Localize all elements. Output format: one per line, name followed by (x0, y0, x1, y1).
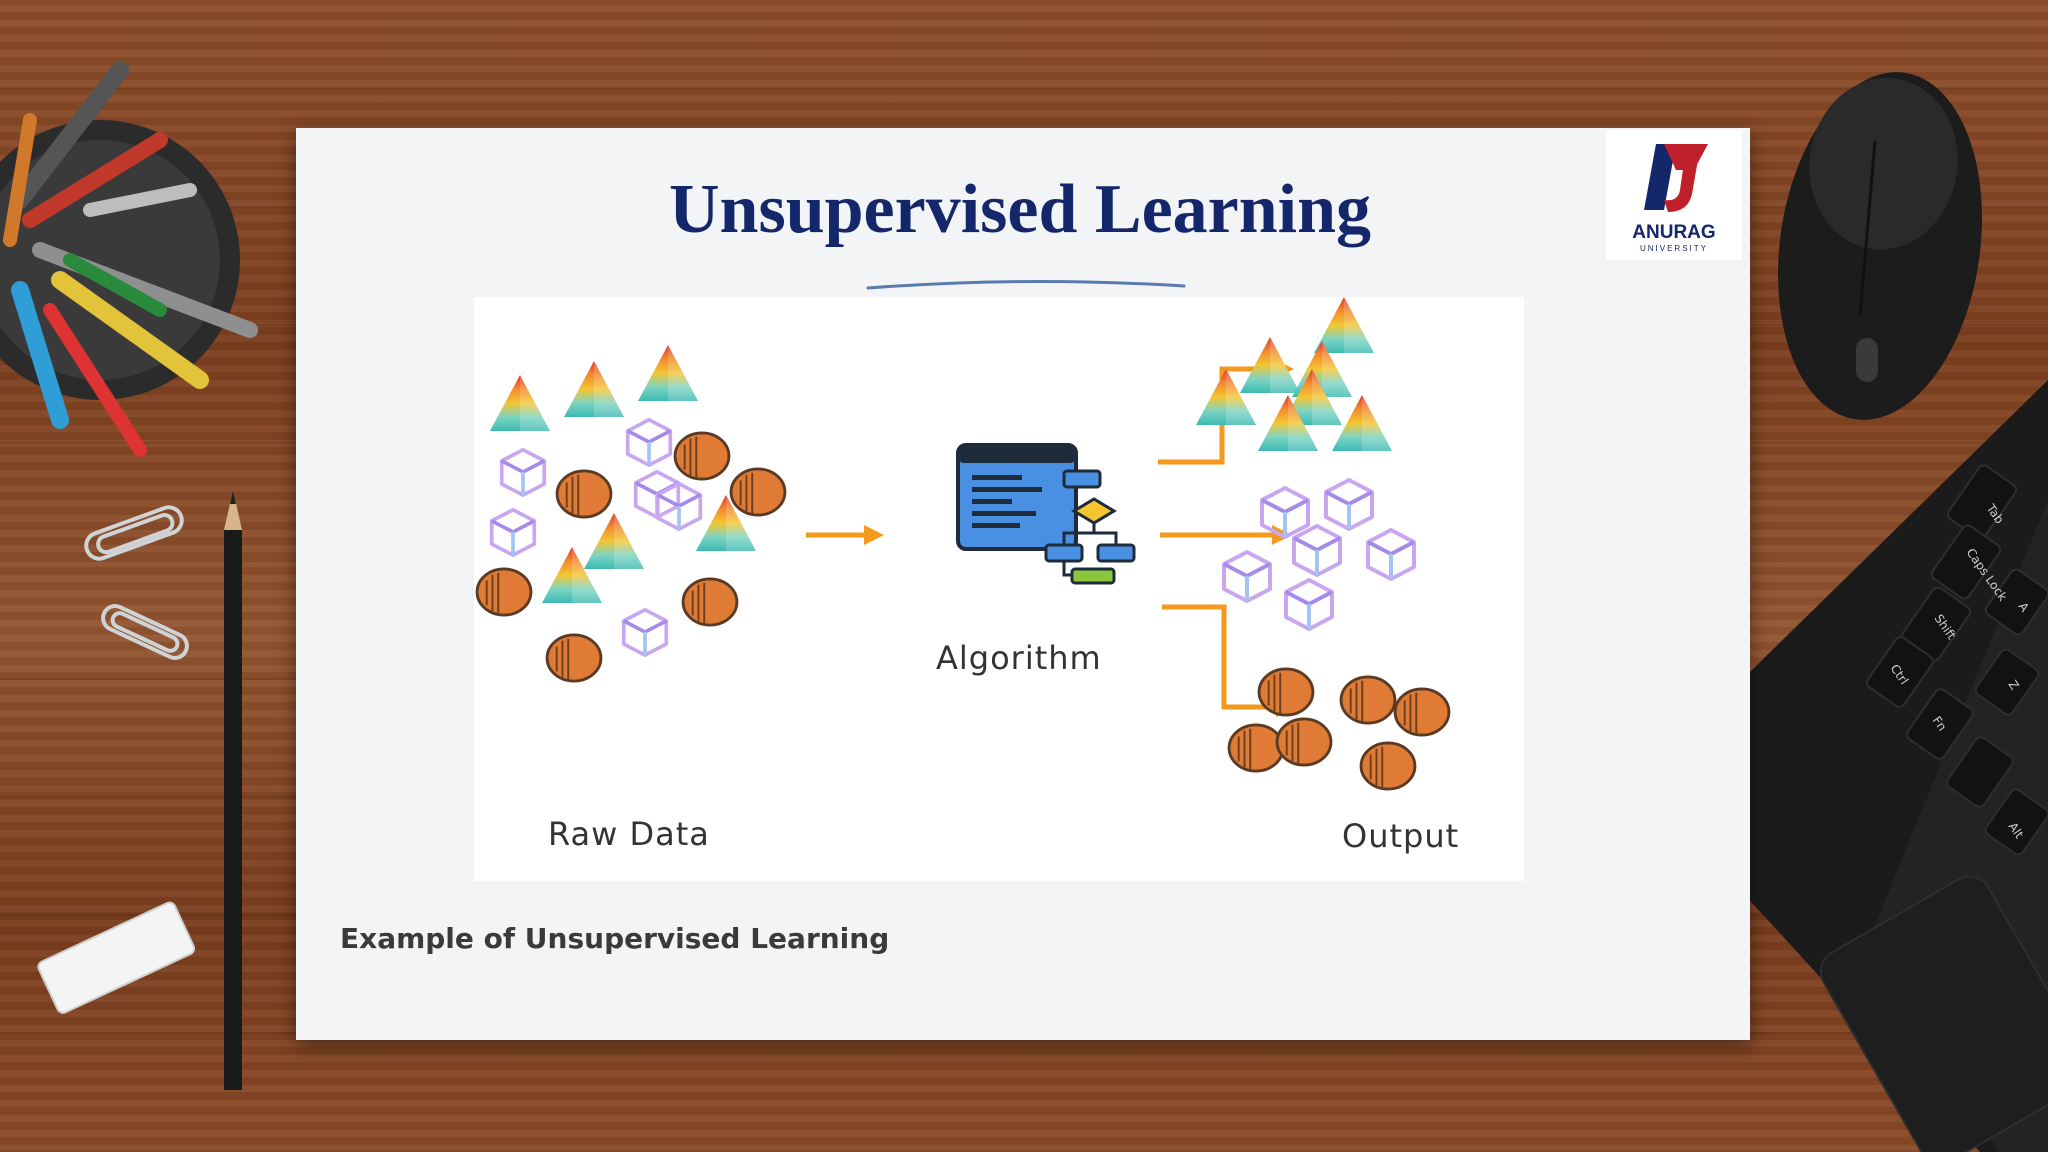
key-fn-label: Fn (1930, 714, 1950, 734)
computer-mouse (1778, 72, 1982, 420)
output-ball-cluster (1227, 667, 1451, 791)
output-cube-cluster (1222, 478, 1416, 631)
university-logo: ANURAG UNIVERSITY (1606, 130, 1742, 260)
pen-holder (0, 61, 258, 457)
raw-data-items (475, 345, 787, 683)
slide-title: Unsupervised Learning (668, 171, 1372, 248)
laptop-keyboard: Tab Caps Lock Shift Ctrl Fn A Z Alt (1658, 380, 2048, 1152)
algorithm-label: Algorithm (936, 639, 1102, 677)
output-label: Output (1342, 817, 1460, 855)
eraser (37, 901, 196, 1014)
title-underline (866, 279, 1186, 290)
slide-caption: Example of Unsupervised Learning (340, 922, 890, 955)
logo-name: ANURAG (1632, 222, 1716, 243)
output-pyramid-cluster (1196, 297, 1392, 451)
input-arrow (806, 525, 884, 545)
paper-clips (84, 505, 189, 660)
pencil (224, 490, 242, 1090)
logo-mark (1644, 144, 1708, 212)
algorithm-icon (956, 443, 1136, 585)
logo-subtitle: UNIVERSITY (1639, 244, 1708, 253)
diagram-graphics (475, 297, 1451, 791)
raw-data-label: Raw Data (548, 815, 710, 853)
unsupervised-learning-diagram: Raw Data Algorithm Output (474, 297, 1524, 881)
